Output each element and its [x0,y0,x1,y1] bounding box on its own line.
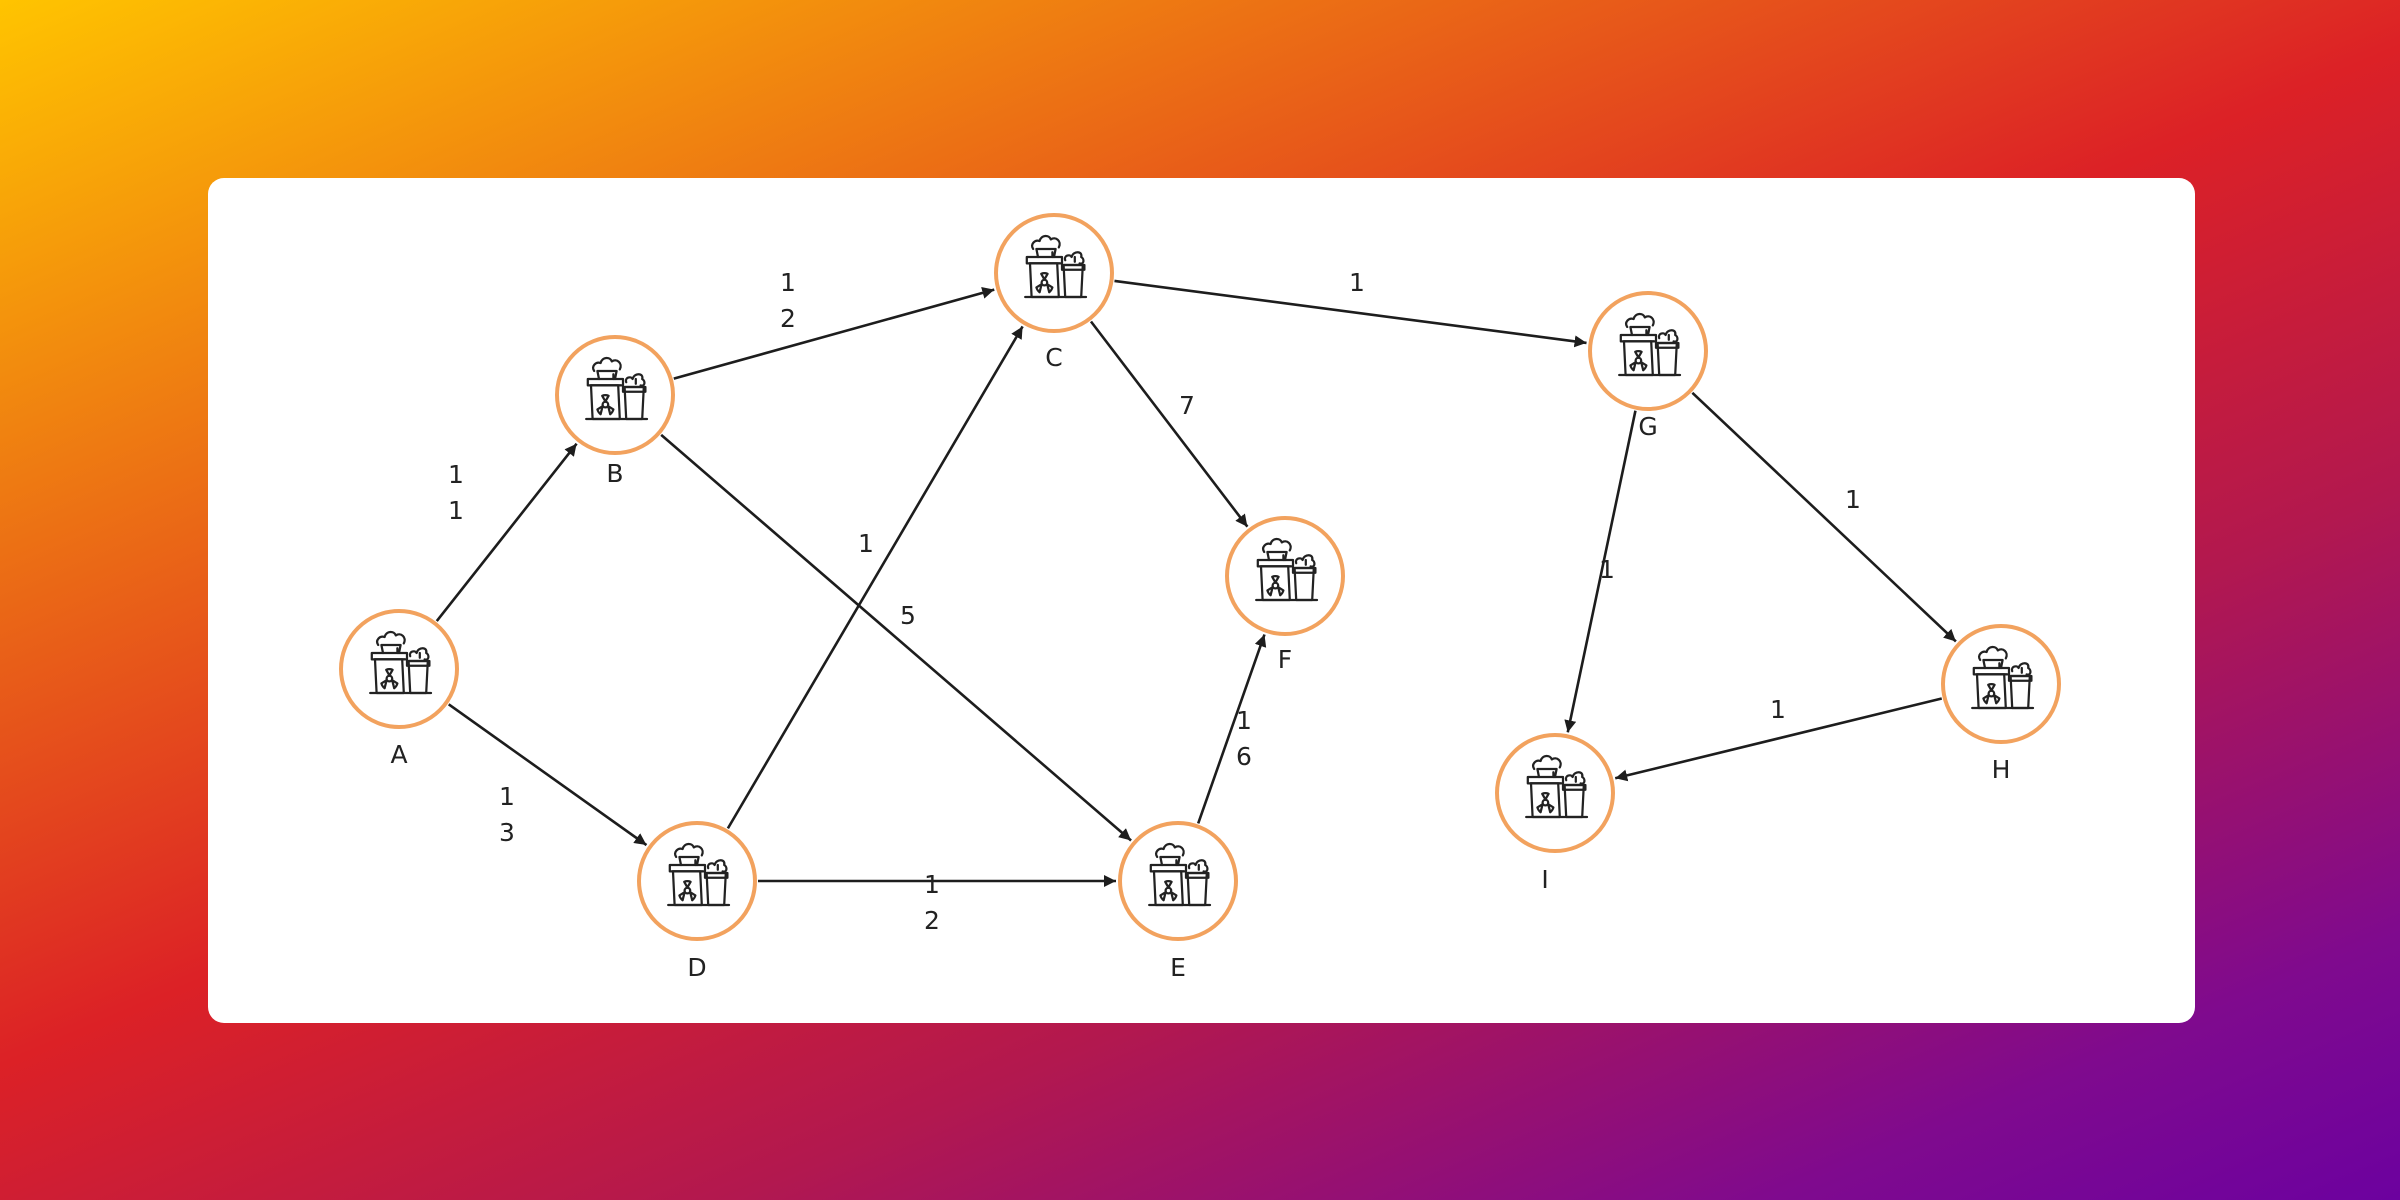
edge-label-g-i: 1 [1599,555,1615,584]
node-d: D [637,821,757,982]
edge-c-g [1114,279,1587,348]
edge-label-line: 3 [499,818,515,847]
edge-b-c [673,287,995,380]
node-ring [1225,516,1345,636]
node-ring [637,821,757,941]
node-ring [1941,624,2061,744]
edge-label-line: 1 [858,529,874,558]
node-g: G [1588,291,1708,441]
edge-g-i [1564,410,1637,733]
node-label: H [1992,755,2011,784]
node-c: C [994,213,1114,372]
edge-label-line: 2 [924,906,940,935]
node-e: E [1118,821,1238,982]
edge-label-line: 1 [1349,268,1365,297]
edge-e-f [1196,634,1267,824]
edge-label-g-h: 1 [1845,485,1861,514]
node-label: I [1541,865,1548,894]
edge-label-line: 1 [1845,485,1861,514]
edge-label-h-i: 1 [1770,695,1786,724]
edge-a-b [435,442,578,622]
edge-d-c [726,325,1024,830]
edge-label-line: 5 [900,601,916,630]
node-ring [1588,291,1708,411]
node-ring [339,609,459,729]
node-label: E [1170,953,1186,982]
node-label: A [390,740,407,769]
node-ring [994,213,1114,333]
edge-label-d-c: 1 [858,529,874,558]
node-ring [1118,821,1238,941]
edges-layer [435,279,1957,887]
edge-g-h [1691,391,1957,643]
edge-label-line: 1 [1599,555,1615,584]
edge-label-line: 6 [1236,742,1252,771]
edge-a-d [447,703,648,847]
edge-h-i [1614,697,1943,782]
edge-label-line: 1 [924,870,940,899]
node-ring [1495,733,1615,853]
node-i: I [1495,733,1615,894]
edge-label-line: 1 [1236,706,1252,735]
edge-label-b-e: 5 [900,601,916,630]
edge-label-line: 1 [1770,695,1786,724]
node-ring [555,335,675,455]
node-f: F [1225,516,1345,674]
node-a: A [339,609,459,769]
edge-b-e [660,433,1132,842]
edge-label-line: 1 [448,460,464,489]
node-label: F [1278,645,1292,674]
node-b: B [555,335,675,488]
edge-label-line: 1 [780,268,796,297]
node-label: D [687,953,706,982]
node-label: G [1638,412,1657,441]
edge-label-line: 1 [499,782,515,811]
edge-label-line: 1 [448,496,464,525]
nodes-layer: A B C D E F G H I [339,213,2061,982]
node-h: H [1941,624,2061,784]
node-label: B [606,459,623,488]
edge-c-f [1089,320,1249,528]
edge-label-line: 2 [780,304,796,333]
edge-label-c-f: 7 [1179,391,1195,420]
node-label: C [1045,343,1062,372]
edge-label-line: 7 [1179,391,1195,420]
edge-label-c-g: 1 [1349,268,1365,297]
